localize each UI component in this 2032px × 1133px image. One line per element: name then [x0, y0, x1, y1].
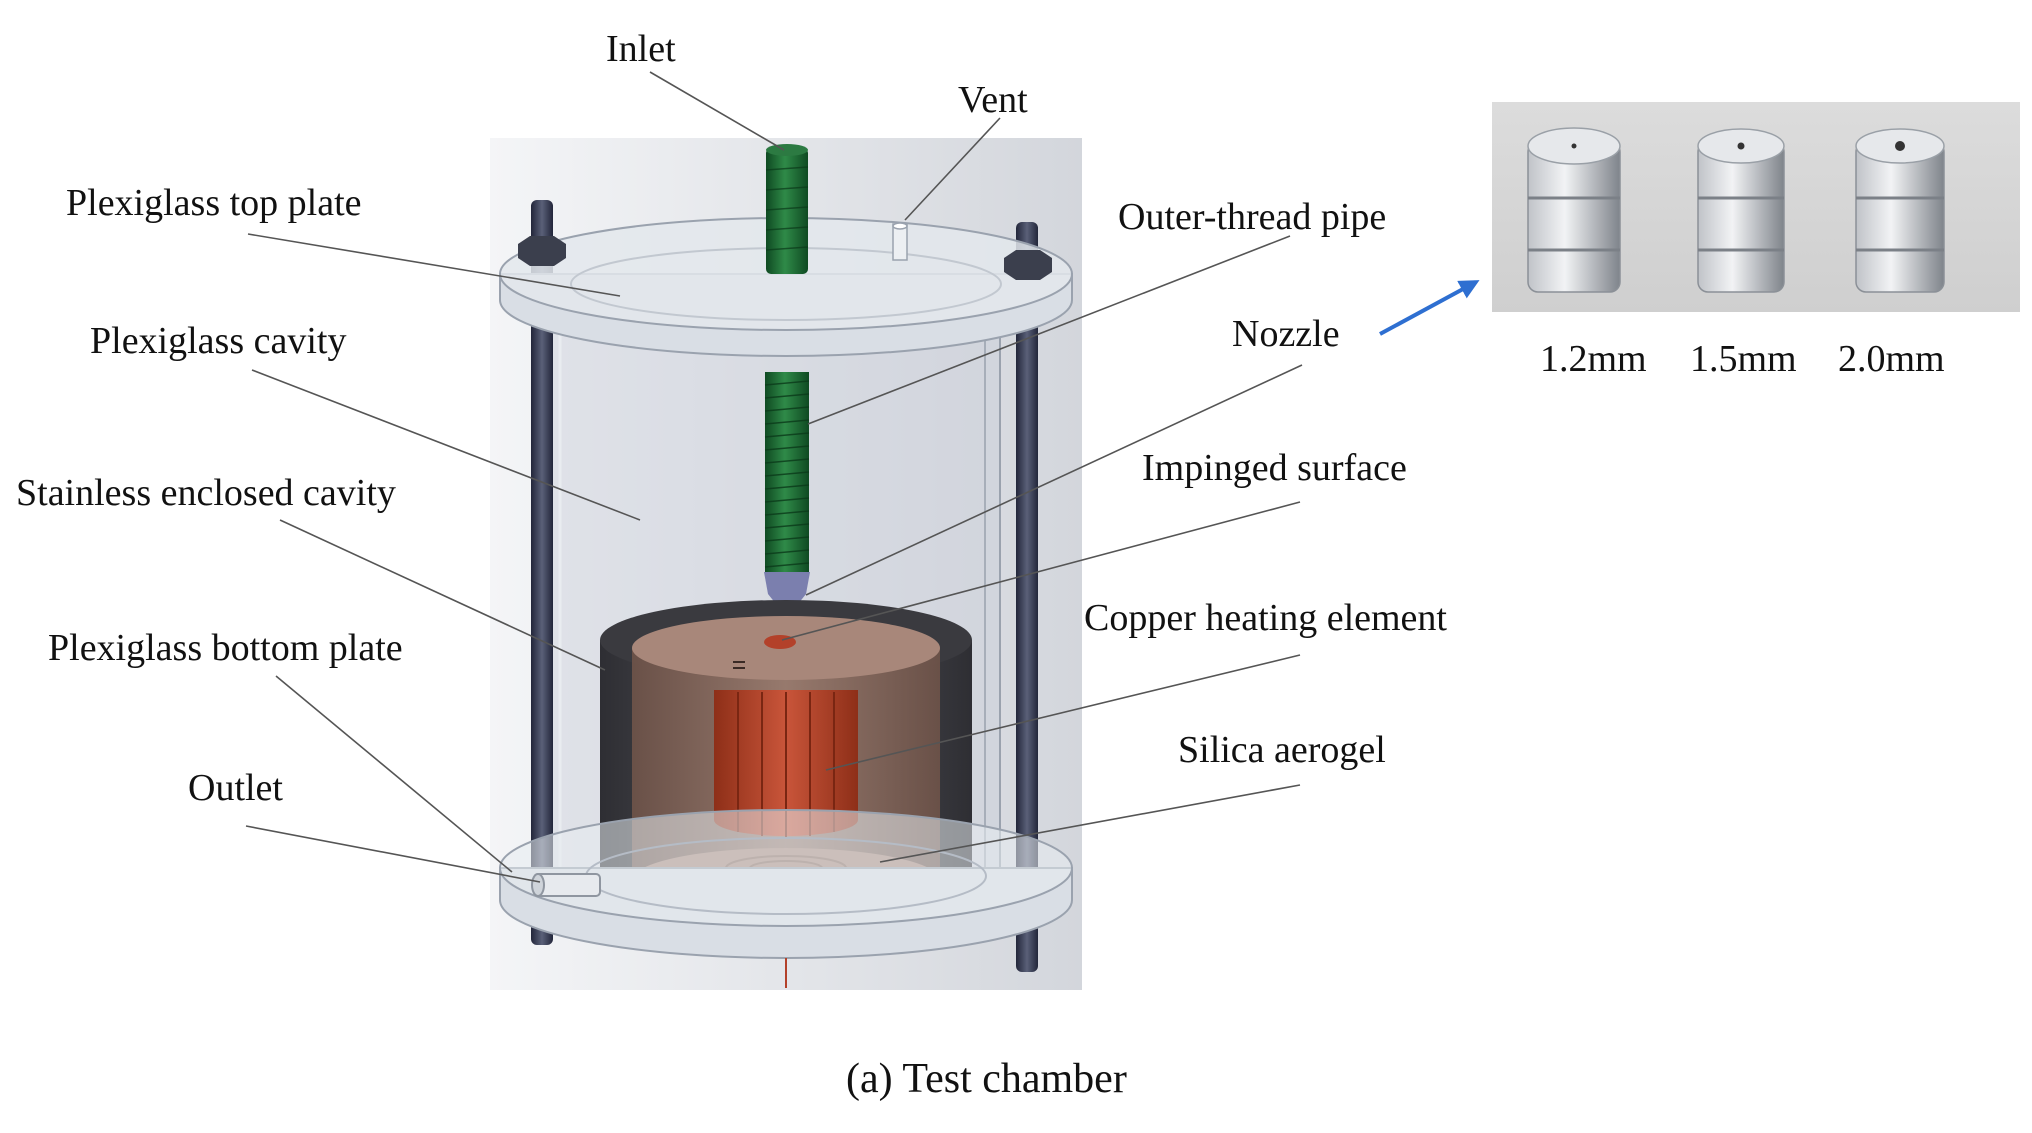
nozzle-sample-3 — [1855, 128, 1945, 293]
label-nozzle: Nozzle — [1232, 313, 1340, 355]
leader-lines — [245, 71, 1303, 883]
leader-silica-aerogel — [879, 784, 1301, 863]
tie-rod-left — [531, 200, 553, 945]
label-copper-heating: Copper heating element — [1084, 597, 1447, 639]
leader-outer-thread-pipe — [807, 235, 1291, 425]
leader-nozzle — [805, 364, 1303, 596]
nozzle-arrow — [1379, 280, 1480, 336]
chamber-illustration — [490, 138, 1082, 990]
label-stainless-cavity: Stainless enclosed cavity — [16, 472, 396, 514]
leader-bottom-plate — [275, 675, 513, 873]
label-bottom-plate: Plexiglass bottom plate — [48, 627, 403, 669]
nut-left — [518, 236, 566, 266]
label-silica-aerogel: Silica aerogel — [1178, 729, 1386, 771]
nozzle-sample-2 — [1697, 128, 1785, 293]
leader-copper-heating — [825, 654, 1301, 771]
leader-outlet — [245, 825, 541, 883]
inlet-pipe — [766, 148, 808, 274]
tie-rod-right — [1016, 222, 1038, 972]
nozzle-sample-1 — [1527, 127, 1621, 293]
label-outer-thread-pipe: Outer-thread pipe — [1118, 196, 1386, 238]
nozzle-size-3: 2.0mm — [1838, 338, 1945, 380]
leader-inlet — [649, 71, 785, 151]
label-cavity: Plexiglass cavity — [90, 320, 346, 362]
leader-cavity — [251, 369, 641, 521]
label-top-plate: Plexiglass top plate — [66, 182, 362, 224]
label-impinged-surface: Impinged surface — [1142, 447, 1407, 489]
leader-top-plate — [247, 233, 621, 297]
pipe-threads — [764, 380, 810, 568]
figure-caption: (a) Test chamber — [846, 1056, 1127, 1102]
nozzle-size-2: 1.5mm — [1690, 338, 1797, 380]
leader-stainless-cavity — [279, 519, 606, 671]
nozzle-size-1: 1.2mm — [1540, 338, 1647, 380]
nozzle-photo: 1.2mm 1.5mm 2.0mm — [1492, 102, 2020, 380]
nut-right — [1004, 250, 1052, 280]
labels: Inlet Vent Plexiglass top plate Outer-th… — [16, 28, 1447, 809]
label-inlet: Inlet — [606, 28, 676, 70]
leader-impinged-surface — [781, 501, 1301, 641]
nozzle — [764, 572, 810, 604]
label-outlet: Outlet — [188, 767, 283, 809]
label-vent: Vent — [958, 79, 1028, 121]
leader-vent — [904, 117, 1001, 221]
